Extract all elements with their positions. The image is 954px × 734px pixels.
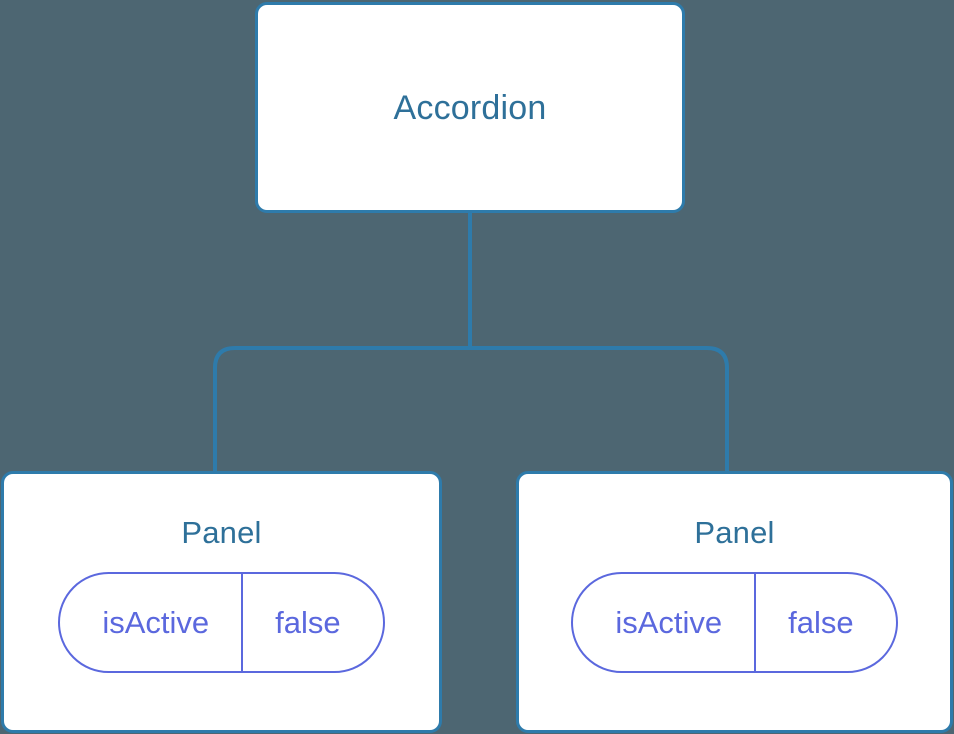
state-key-left: isActive (102, 605, 210, 640)
node-accordion[interactable]: Accordion (255, 2, 685, 213)
state-key-right: isActive (615, 605, 723, 640)
connector-to-panel-right (470, 346, 729, 471)
state-value-left: false (241, 574, 382, 671)
state-pill-left[interactable]: isActive false (58, 572, 385, 673)
node-panel-left[interactable]: Panel isActive false (1, 471, 442, 733)
connector-to-panel-left (213, 346, 470, 471)
node-panel-right[interactable]: Panel isActive false (516, 471, 953, 733)
state-value-right: false (754, 574, 895, 671)
node-panel-right-label: Panel (694, 515, 775, 550)
node-panel-left-label: Panel (181, 515, 262, 550)
node-accordion-label: Accordion (393, 88, 547, 127)
state-pill-right[interactable]: isActive false (571, 572, 898, 673)
